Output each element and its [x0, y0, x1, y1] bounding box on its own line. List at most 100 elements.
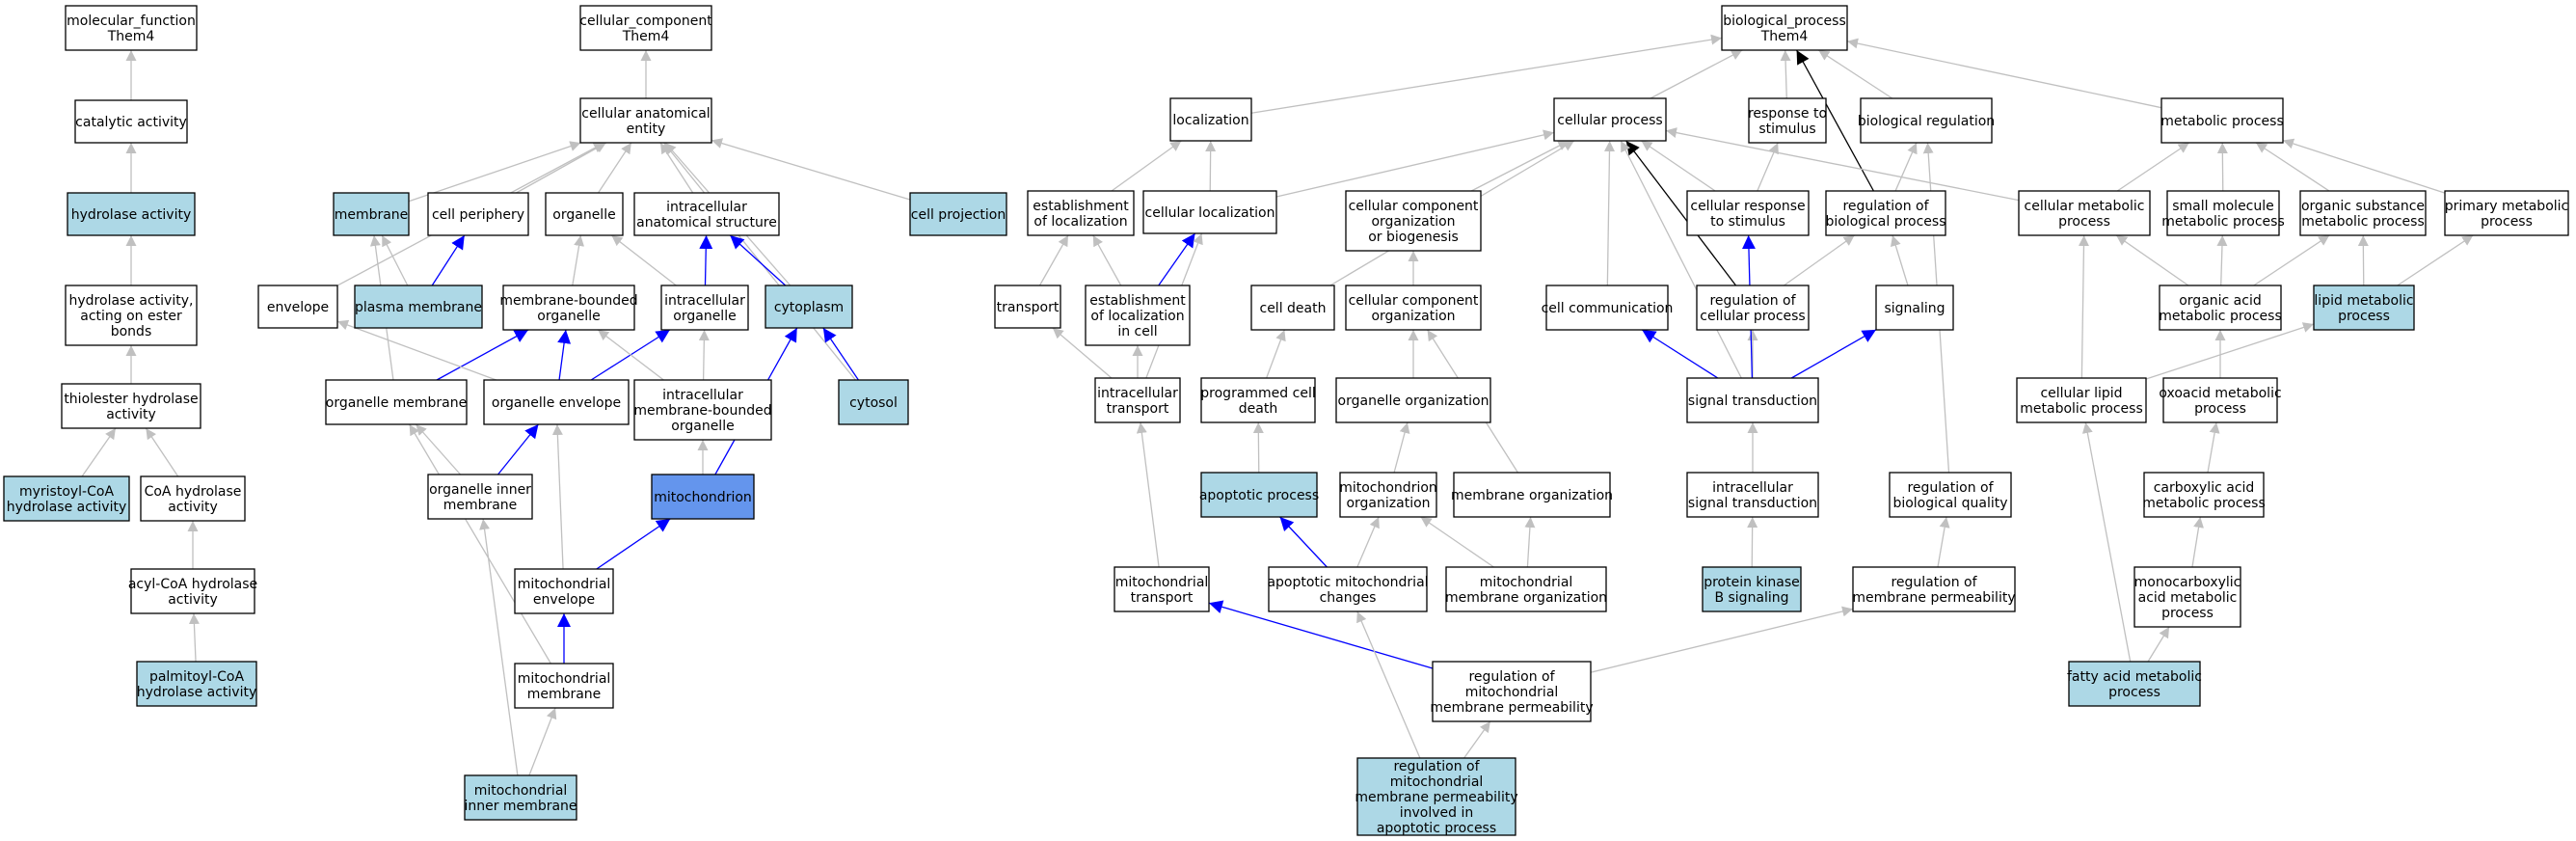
- go-term-box: [1027, 190, 1135, 236]
- go-term-label-line: membrane-bounded: [499, 293, 637, 309]
- edge-line: [1208, 600, 1434, 669]
- go-term-metab: metabolic process: [2160, 97, 2284, 144]
- go-term-label-line: organelle: [552, 207, 615, 223]
- go-term-label-line: cellular localization: [1145, 205, 1275, 221]
- go-term-label-line: of localization: [1033, 214, 1127, 230]
- go-term-cytosol: cytosol: [838, 379, 909, 425]
- go-term-label-line: signal transduction: [1688, 393, 1817, 409]
- go-term-label-line: organelle membrane: [326, 395, 467, 411]
- edge-cellipid-to-cellmetab: [2078, 234, 2089, 379]
- edge-lipid-to-primary: [2397, 234, 2474, 286]
- go-term-box: [765, 285, 853, 329]
- go-term-box: [1553, 97, 1667, 142]
- go-term-label-line: activity: [168, 500, 218, 515]
- go-term-label-line: cellular lipid: [2040, 386, 2122, 401]
- edge-line: [2147, 626, 2170, 663]
- edge-line: [2357, 234, 2369, 286]
- edge-transport-to-estloc: [1038, 234, 1069, 286]
- edge-line: [729, 234, 787, 286]
- go-term-label-line: cellular process: [1700, 309, 1805, 324]
- go-term-box: [65, 5, 198, 51]
- go-term-box: [545, 192, 624, 236]
- go-term-box: [1852, 566, 2016, 612]
- edge-line: [1052, 327, 1113, 379]
- edge-oim-to-orgmem: [415, 423, 462, 475]
- edge-line: [1158, 232, 1196, 286]
- edge-line: [1420, 516, 1494, 568]
- edge-line: [1891, 234, 1909, 286]
- edge-sigtrans-to-cellcomm: [1641, 329, 1719, 379]
- go-term-label-line: establishment: [1089, 293, 1186, 309]
- edge-line: [659, 142, 694, 194]
- edge-line: [711, 138, 911, 201]
- edge-orgenv-to-envelope: [336, 319, 496, 381]
- go-term-box: [838, 379, 909, 425]
- go-term-label-line: mitochondrial: [518, 577, 611, 592]
- edge-mmo-to-mitoorg: [1420, 516, 1494, 568]
- go-term-box: [514, 568, 614, 614]
- go-term-label-line: intracellular: [1712, 480, 1793, 496]
- go-term-box: [2313, 285, 2415, 331]
- go-term-box: [1356, 757, 1516, 836]
- go-term-label-line: acting on ester: [80, 309, 182, 324]
- go-term-label-line: cellular metabolic: [2025, 199, 2145, 214]
- go-term-box: [514, 663, 614, 709]
- go-term-organelle: organelle: [545, 192, 624, 236]
- go-term-label-line: protein kinase: [1704, 575, 1800, 590]
- edge-line: [336, 319, 496, 381]
- go-term-label-line: Them4: [622, 29, 670, 44]
- edge-pkb-to-icst: [1747, 516, 1758, 568]
- go-term-label-line: cytosol: [849, 395, 898, 411]
- edge-mitoenv-to-orgenv: [551, 423, 564, 570]
- go-term-label-line: intracellular: [662, 388, 743, 403]
- edge-line: [81, 427, 117, 477]
- edge-fatty-to-cellipid: [2081, 421, 2132, 663]
- go-term-label-line: regulation of: [1842, 199, 1929, 214]
- go-term-memorg: membrane organization: [1451, 472, 1613, 518]
- edge-line: [2282, 138, 2446, 194]
- go-term-label-line: in cell: [1117, 324, 1157, 339]
- edge-regmmp-to-regmp: [1590, 606, 1854, 673]
- go-term-label-line: biological quality: [1892, 496, 2007, 511]
- go-term-label-line: carboxylic acid: [2154, 480, 2255, 496]
- go-term-label-line: transport: [1107, 401, 1169, 417]
- go-term-label-line: cellular response: [1690, 199, 1805, 214]
- go-term-box: [1889, 472, 2012, 518]
- edge-line: [1620, 140, 1742, 379]
- go-term-label-line: localization: [1172, 113, 1248, 128]
- edge-lipid-to-orgsub: [2357, 234, 2369, 286]
- go-term-box: [1453, 472, 1611, 518]
- edge-regmmpa-to-amc: [1356, 610, 1421, 759]
- edge-line: [597, 142, 632, 194]
- go-term-cellloc: cellular localization: [1142, 190, 1277, 234]
- edge-line: [431, 234, 466, 286]
- go-term-box: [2166, 190, 2280, 236]
- go-term-box: [579, 97, 712, 144]
- go-term-label-line: organization: [1346, 496, 1430, 511]
- go-term-box: [130, 568, 255, 614]
- edge-line: [557, 329, 572, 381]
- go-term-label-line: regulation of: [1907, 480, 1994, 496]
- go-term-box: [2143, 472, 2265, 518]
- edge-line: [1250, 34, 1723, 114]
- edge-mim-to-mitomem: [528, 707, 557, 776]
- go-term-box: [1445, 566, 1607, 612]
- go-term-box: [65, 285, 198, 346]
- go-term-projection: cell projection: [909, 192, 1007, 236]
- go-term-hydrolase: hydrolase activity: [67, 192, 196, 236]
- go-term-label-line: mitochondrial: [474, 783, 568, 799]
- edge-line: [528, 707, 557, 776]
